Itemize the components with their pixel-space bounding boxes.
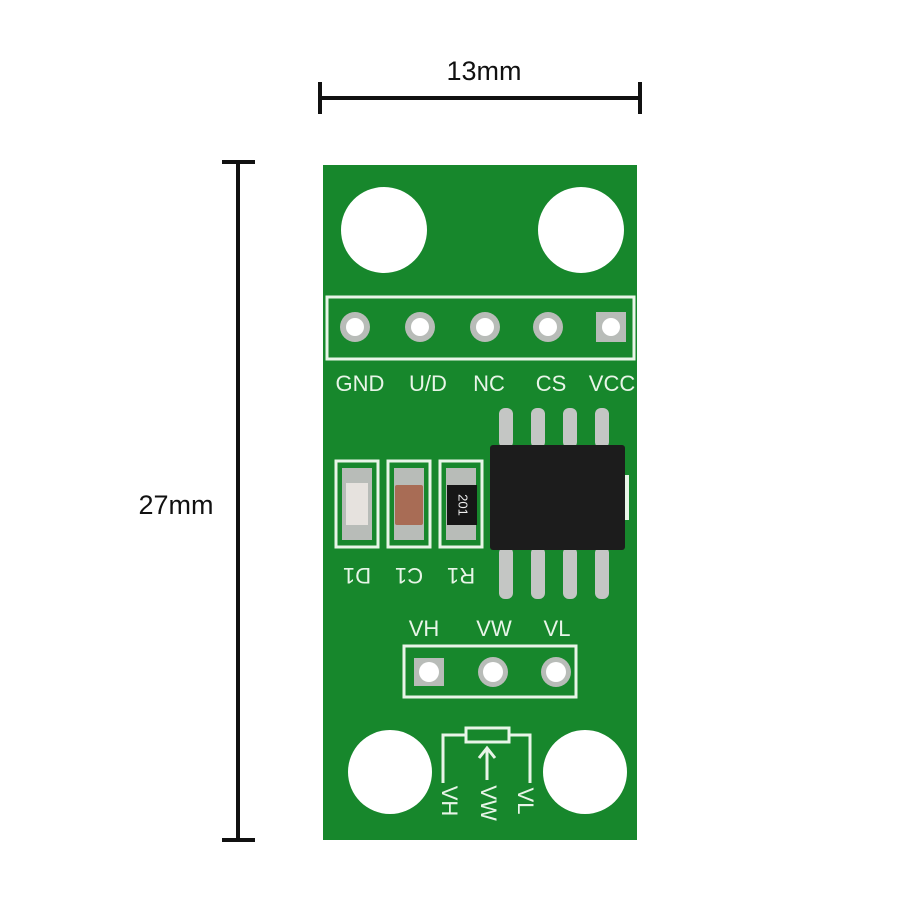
mounting-hole (543, 730, 627, 814)
pin-label: U/D (409, 371, 447, 396)
pot-header-outline (402, 644, 578, 699)
symbol-label: VL (513, 788, 538, 815)
component-label: C1 (395, 563, 423, 588)
component-label: R1 (447, 563, 475, 588)
symbol-label: VH (437, 786, 462, 817)
chip-pin (531, 547, 545, 599)
pin-hole (539, 318, 557, 336)
pin-hole (476, 318, 494, 336)
chip-pin (563, 408, 577, 448)
height-dimension (222, 160, 255, 842)
header-outline (325, 295, 636, 361)
symbol-label: VW (476, 785, 501, 821)
pot-pin-label: VW (476, 616, 512, 641)
mounting-hole (341, 187, 427, 273)
smd-components: 201 (334, 459, 484, 549)
chip-marker (625, 475, 629, 520)
chip-pins (499, 408, 609, 599)
pin-label: NC (473, 371, 505, 396)
header-labels: GND U/D NC CS VCC (336, 371, 636, 396)
pin-label: CS (536, 371, 567, 396)
pin-hole (346, 318, 364, 336)
chip-pin (499, 547, 513, 599)
resistor-marking: 201 (456, 494, 471, 516)
pot-pin-label: VL (544, 616, 571, 641)
pin-hole (602, 318, 620, 336)
height-label: 27mm (138, 490, 213, 520)
pot-pins (414, 657, 571, 687)
ic-chip (490, 445, 625, 550)
pin-label: GND (336, 371, 385, 396)
width-label: 13mm (446, 56, 521, 86)
chip-pin (563, 547, 577, 599)
pot-pin-label: VH (409, 616, 440, 641)
width-dimension (318, 82, 642, 114)
chip-pin (531, 408, 545, 448)
chip-pin (595, 408, 609, 448)
pin-hole (411, 318, 429, 336)
pin-label: VCC (589, 371, 636, 396)
chip-pin (499, 408, 513, 448)
component-label: D1 (343, 563, 371, 588)
mounting-hole (538, 187, 624, 273)
mounting-hole (348, 730, 432, 814)
chip-pin (595, 547, 609, 599)
header-pins (340, 312, 626, 342)
potentiometer-symbol (441, 726, 532, 783)
